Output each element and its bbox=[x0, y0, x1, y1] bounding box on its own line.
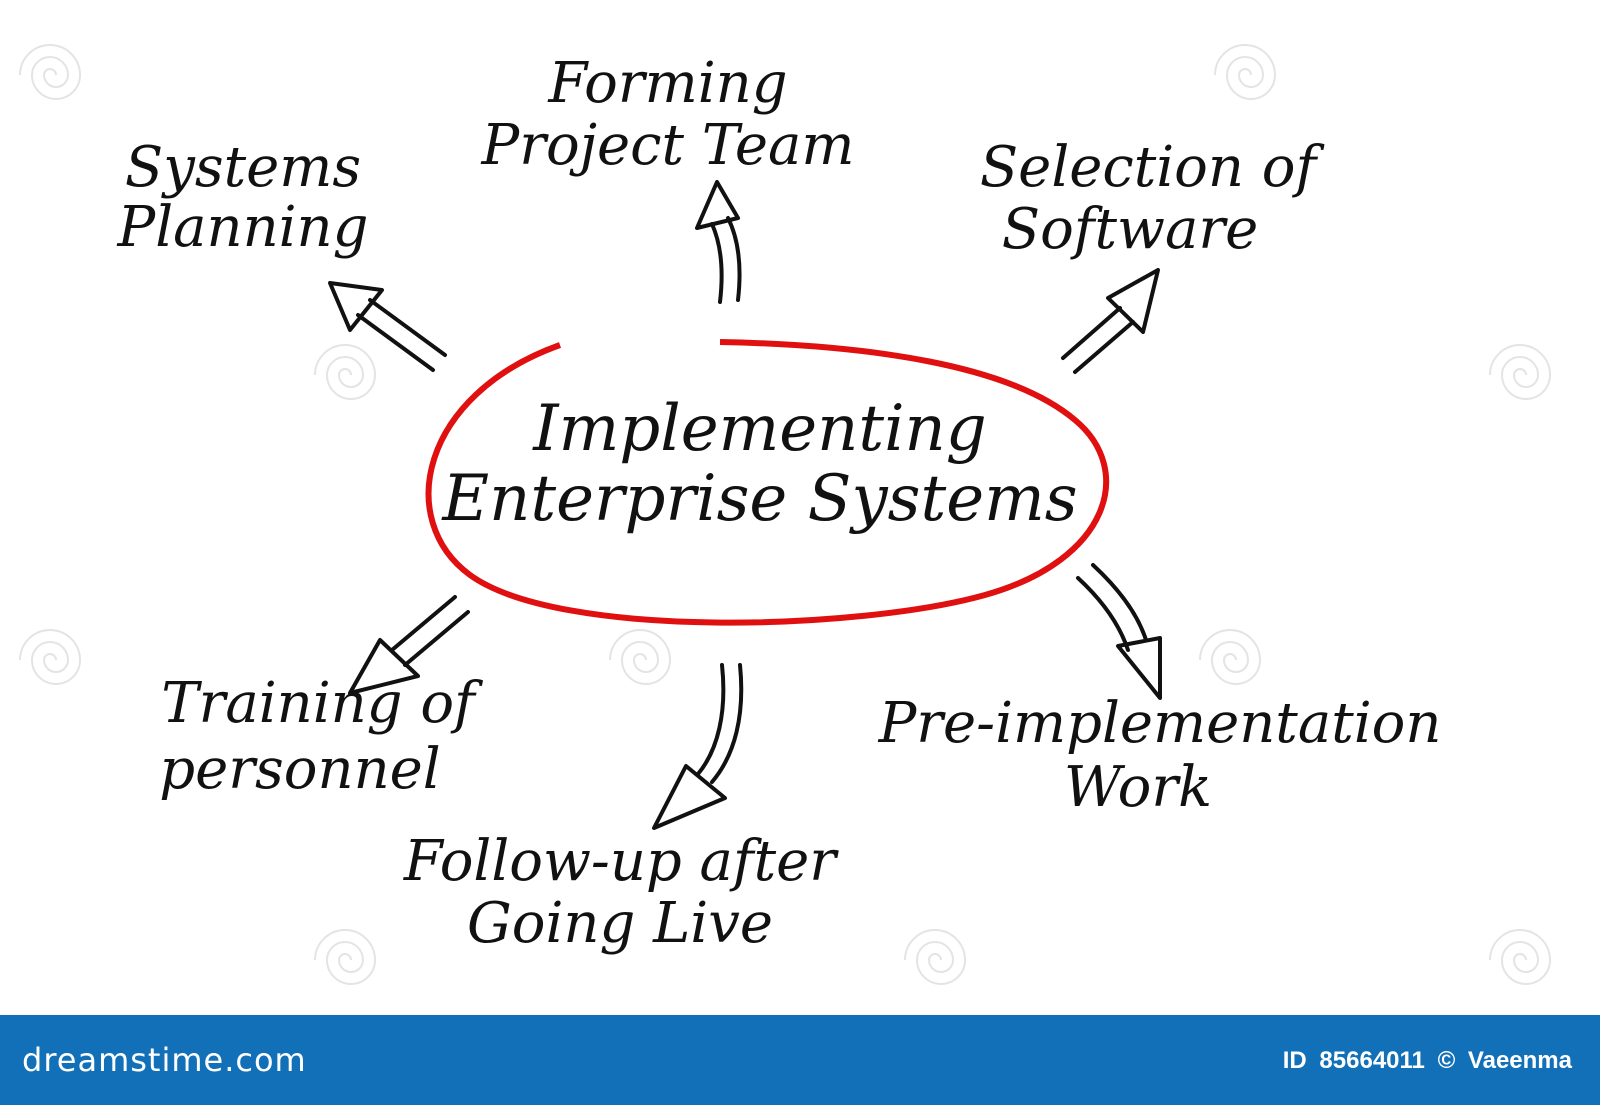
footer-id-number: 85664011 bbox=[1319, 1047, 1425, 1074]
footer-credit: ID 85664011 © Vaeenma bbox=[1277, 1047, 1572, 1075]
node-systems-planning-line-1: Systems bbox=[125, 135, 361, 200]
node-selection-of-software: Selection of Software bbox=[980, 135, 1326, 262]
arrow-to-forming-project-team bbox=[695, 180, 742, 304]
node-selection-of-software-line-1: Selection of bbox=[980, 135, 1326, 200]
node-systems-planning: Systems Planning bbox=[117, 135, 369, 260]
footer-id-label: ID bbox=[1282, 1047, 1307, 1074]
node-pre-implementation-work: Pre-implementation Work bbox=[878, 691, 1442, 820]
watermark-spiral-icon bbox=[19, 629, 82, 685]
watermark-spiral-icon bbox=[1214, 44, 1277, 100]
node-pre-implementation-work-line-2: Work bbox=[1064, 755, 1212, 820]
center-topic-line-2: Enterprise Systems bbox=[441, 462, 1077, 536]
node-follow-up-line-2: Going Live bbox=[467, 891, 773, 956]
node-training-of-personnel-line-1: Training of bbox=[161, 671, 484, 736]
node-training-of-personnel: Training of personnel bbox=[159, 671, 484, 802]
watermark-spiral-icon bbox=[1489, 929, 1552, 985]
watermark-spiral-icon bbox=[904, 929, 967, 985]
node-training-of-personnel-line-2: personnel bbox=[159, 737, 440, 802]
watermark-spiral-icon bbox=[1489, 344, 1552, 400]
arrow-to-systems-planning bbox=[328, 281, 447, 372]
footer-copyright: © bbox=[1437, 1047, 1456, 1074]
center-ellipse bbox=[425, 339, 1110, 626]
node-forming-project-team-line-1: Forming bbox=[547, 51, 787, 116]
node-follow-up-after-going-live: Follow-up after Going Live bbox=[403, 829, 839, 956]
node-forming-project-team-line-2: Project Team bbox=[481, 113, 855, 178]
footer-author: Vaeenma bbox=[1467, 1047, 1572, 1074]
arrow-to-training-of-personnel bbox=[348, 595, 470, 695]
mind-map-diagram: Implementing Enterprise Systems bbox=[19, 44, 1552, 985]
center-topic-line-1: Implementing bbox=[532, 392, 986, 466]
center-topic: Implementing Enterprise Systems bbox=[441, 392, 1077, 536]
watermark-spiral-icon bbox=[314, 929, 377, 985]
watermark-spiral-icon bbox=[19, 44, 82, 100]
node-selection-of-software-line-2: Software bbox=[1002, 197, 1259, 262]
arrows bbox=[328, 180, 1162, 830]
watermark-spiral-icon bbox=[314, 344, 377, 400]
node-follow-up-line-1: Follow-up after bbox=[403, 829, 839, 894]
node-forming-project-team: Forming Project Team bbox=[481, 51, 855, 178]
node-systems-planning-line-2: Planning bbox=[117, 195, 369, 260]
node-pre-implementation-work-line-1: Pre-implementation bbox=[878, 691, 1442, 756]
arrow-to-pre-implementation-work bbox=[1076, 563, 1162, 700]
watermark-spiral-icon bbox=[609, 629, 672, 685]
watermark-spiral-icon bbox=[1199, 629, 1262, 685]
stock-footer-bar: dreamstime.com ID 85664011 © Vaeenma bbox=[0, 1015, 1600, 1105]
arrow-to-selection-of-software bbox=[1061, 268, 1160, 374]
watermark-pattern bbox=[19, 44, 1552, 985]
footer-site-name[interactable]: dreamstime.com bbox=[22, 1041, 307, 1079]
arrow-to-follow-up bbox=[652, 663, 744, 830]
